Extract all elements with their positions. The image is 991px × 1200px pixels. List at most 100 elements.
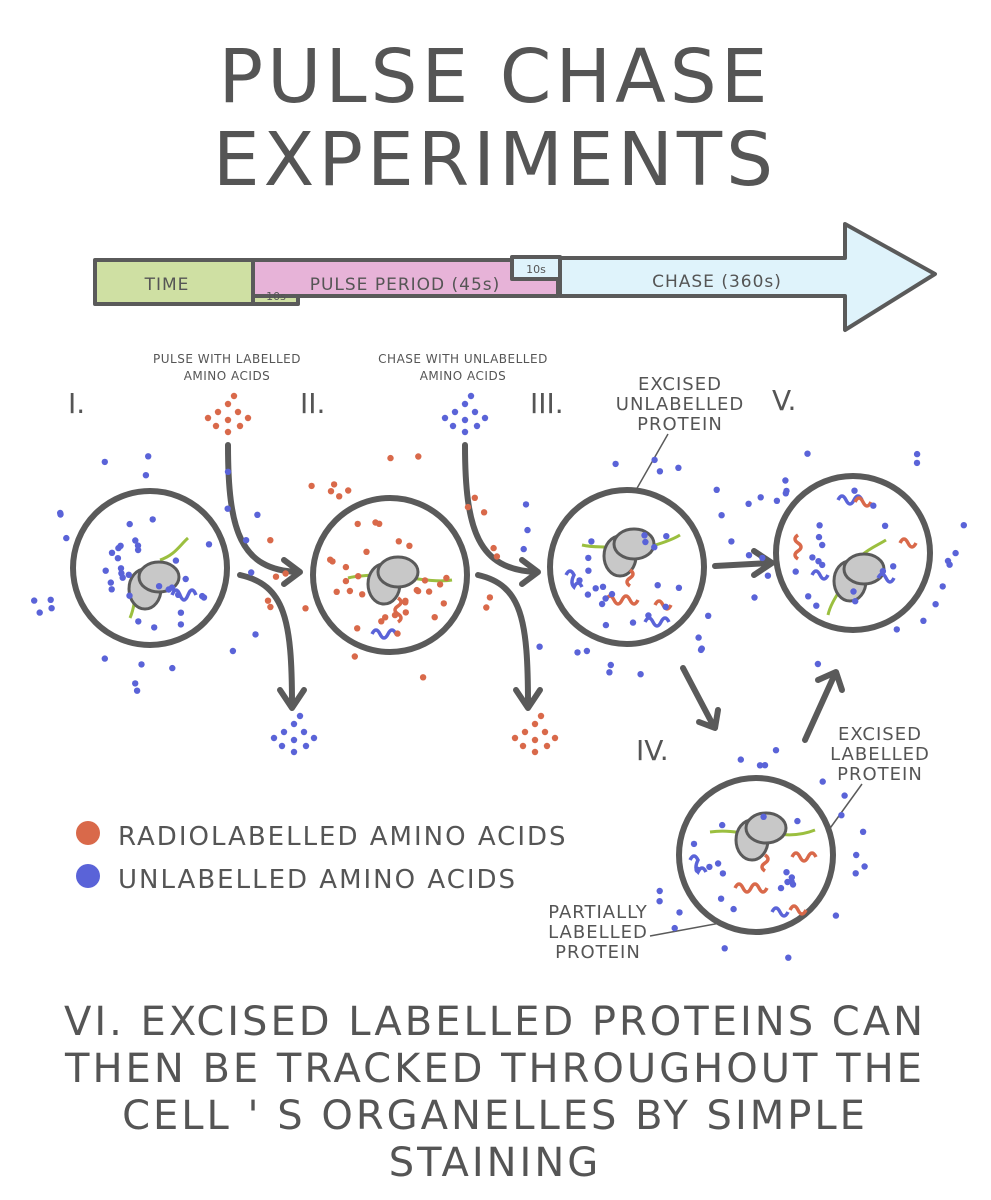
labelled-amino-acid [327, 488, 335, 495]
cell-v [773, 473, 933, 633]
unlabelled-amino-acid [585, 567, 592, 574]
unlabelled-amino-acid [117, 542, 124, 549]
unlabelled-amino-acid [138, 661, 145, 668]
stage-iii-label: III. [530, 387, 564, 420]
unlabelled-amino-acid [114, 555, 122, 562]
unlabelled-amino-acid [783, 869, 790, 876]
unlabelled-amino-acid [310, 734, 318, 742]
unlabelled-amino-acid [606, 669, 613, 676]
unlabelled-amino-acid [651, 456, 658, 464]
unlabelled-amino-acid [764, 572, 772, 579]
unlabelled-amino-acid [794, 817, 801, 825]
legend-blue-dot [76, 864, 100, 888]
time-label: TIME [144, 275, 190, 295]
unlabelled-amino-acid [290, 748, 298, 756]
pulse-out-arrow [237, 572, 295, 708]
chase-label: CHASE (360s) [652, 272, 782, 292]
pulse-in-arrow [225, 442, 301, 575]
timeline-arrow [93, 222, 937, 332]
unlabelled-amino-acid [165, 586, 172, 593]
unlabelled-amino-acid [745, 500, 752, 507]
legend-radiolabelled: RADIOLABELLED AMINO ACIDS [118, 822, 568, 852]
iii-to-iv-arrow [680, 665, 716, 728]
unlabelled-amino-acid [809, 554, 816, 561]
unlabelled-amino-acid [695, 634, 702, 641]
unlabelled-amino-acid [714, 860, 722, 867]
unlabelled-amino-acid [859, 828, 867, 835]
pulse-period-label: PULSE PERIOD (45s) [310, 275, 501, 295]
unlabelled-amino-acid [612, 460, 619, 468]
labelled-amino-acid [391, 611, 399, 619]
unlabelled-amino-acid [785, 954, 792, 961]
unlabelled-amino-acid [792, 568, 799, 575]
unlabelled-amino-acid [172, 557, 180, 564]
unlabelled-amino-acid [782, 490, 789, 497]
unlabelled-amino-acid [451, 408, 459, 416]
unlabelled-amino-acid [851, 487, 858, 494]
footer-line-3: CELL ' S ORGANELLES BY SIMPLE [122, 1093, 868, 1139]
labelled-amino-acid [541, 728, 549, 736]
unlabelled-amino-acid [890, 563, 897, 570]
labelled-amino-acid [490, 544, 497, 552]
unlabelled-amino-acid [663, 533, 670, 540]
unlabelled-amino-acid [789, 881, 797, 888]
unlabelled-amino-acid [913, 459, 921, 467]
unlabelled-amino-acid [242, 537, 250, 544]
labelled-amino-acid [336, 493, 343, 500]
unlabelled-amino-acid [671, 924, 678, 932]
unlabelled-amino-acid [142, 472, 150, 479]
unlabelled-amino-acid [588, 538, 595, 545]
excised-unlabelled-line-3: PROTEIN [637, 414, 723, 435]
unlabelled-amino-acid [805, 593, 812, 600]
unlabelled-amino-acid [133, 687, 141, 694]
labelled-amino-acid [355, 573, 362, 580]
unlabelled-amino-acid [441, 414, 449, 422]
unlabelled-amino-acid [599, 583, 607, 590]
unlabelled-amino-acid [939, 583, 946, 590]
unlabelled-amino-acid [125, 571, 132, 578]
unlabelled-amino-acid [31, 597, 38, 604]
labelled-amino-acid [327, 556, 334, 563]
unlabelled-amino-acid [772, 747, 780, 754]
labelled-amino-acid [308, 482, 315, 490]
unlabelled-amino-acid [126, 520, 133, 528]
labelled-amino-acid [436, 581, 444, 588]
unlabelled-amino-acid [224, 505, 231, 512]
unlabelled-amino-acid [592, 585, 599, 592]
pulse-label-line-2: AMINO ACIDS [184, 369, 271, 383]
labelled-amino-acid [443, 574, 450, 582]
unlabelled-amino-acid [151, 624, 158, 631]
unlabelled-amino-acid [641, 532, 648, 539]
unlabelled-amino-acid [773, 497, 781, 504]
unlabelled-amino-acid [224, 468, 232, 475]
unlabelled-amino-acid [960, 522, 967, 529]
unlabelled-amino-acid [107, 579, 115, 586]
labelled-amino-acid [471, 494, 478, 501]
unlabelled-amino-acid [654, 582, 661, 589]
stage-ii-label: II. [300, 387, 325, 420]
unlabelled-amino-acid [471, 408, 479, 416]
unlabelled-amino-acid [920, 617, 927, 624]
labelled-amino-acid [402, 609, 409, 616]
labelled-amino-acid [419, 674, 427, 681]
unlabelled-amino-acid [461, 416, 469, 424]
labelled-amino-acid [531, 748, 539, 756]
labelled-amino-acid [543, 742, 551, 750]
labelled-amino-acid [342, 577, 350, 585]
unlabelled-amino-acid [952, 549, 959, 557]
labelled-amino-acid [354, 625, 361, 632]
unlabelled-amino-acid [717, 895, 725, 902]
cell-i [70, 488, 230, 648]
labelled-amino-acid [272, 573, 280, 580]
unlabelled-amino-acid [63, 534, 70, 542]
chase-segment [558, 222, 937, 332]
partially-labelled-line-3: PROTEIN [555, 942, 641, 963]
unlabelled-amino-acid [698, 645, 705, 652]
cell-ii [310, 495, 470, 655]
unlabelled-amino-acid [676, 909, 683, 916]
labelled-amino-acid [333, 588, 340, 595]
unlabelled-amino-acid [852, 598, 859, 605]
unlabelled-amino-acid [816, 522, 823, 529]
unlabelled-amino-acid [585, 554, 592, 562]
title-line-1: PULSE CHASE [219, 34, 772, 120]
